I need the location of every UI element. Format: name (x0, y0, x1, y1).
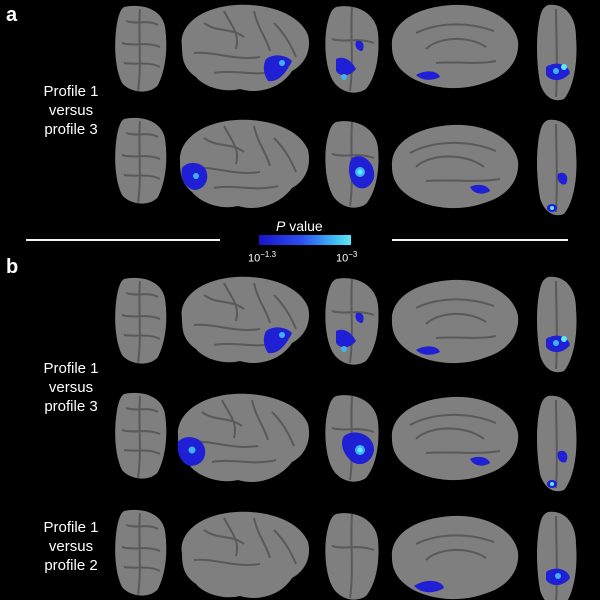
brain-posterior-view-b2 (325, 395, 379, 482)
brain-medial-view-b2 (391, 396, 519, 481)
brain-medial-view-a1 (391, 4, 519, 89)
brain-frontal-view-a2 (115, 117, 167, 204)
brain-ventral-view-b2 (537, 395, 577, 492)
brain-lateral-view-b1 (181, 276, 310, 363)
colorbar-title: P value (276, 218, 323, 234)
brain-frontal-view-b1 (115, 277, 167, 364)
brain-medial-view-b1 (391, 279, 519, 364)
separator-left (26, 239, 220, 241)
brain-lateral-view-a2 (179, 119, 310, 208)
panel-b-label: b (6, 256, 19, 278)
brain-ventral-view-b3 (537, 511, 577, 600)
brain-ventral-view-a2 (537, 119, 577, 216)
brain-medial-view-a2 (391, 124, 519, 209)
brain-lateral-view-b2 (177, 393, 310, 482)
colorbar-tick-low: 10−1.3 (248, 250, 277, 265)
colorbar-tick-high: 10−3 (336, 250, 358, 265)
brain-medial-view-b3 (391, 515, 519, 600)
colorbar (259, 235, 351, 245)
brain-posterior-view-a1 (325, 6, 379, 93)
separator-right (392, 239, 568, 241)
brain-posterior-view-a2 (325, 121, 379, 208)
panel-a-label: a (6, 4, 18, 26)
brain-lateral-view-a1 (181, 4, 310, 91)
brain-lateral-view-b3 (181, 511, 310, 598)
brain-posterior-view-b3 (325, 513, 379, 600)
brain-frontal-view-a1 (115, 5, 167, 92)
brain-ventral-view-b1 (537, 276, 577, 373)
brain-frontal-view-b3 (115, 509, 167, 596)
brain-posterior-view-b1 (325, 278, 379, 365)
brain-frontal-view-b2 (115, 392, 167, 479)
brain-ventral-view-a1 (537, 4, 577, 101)
